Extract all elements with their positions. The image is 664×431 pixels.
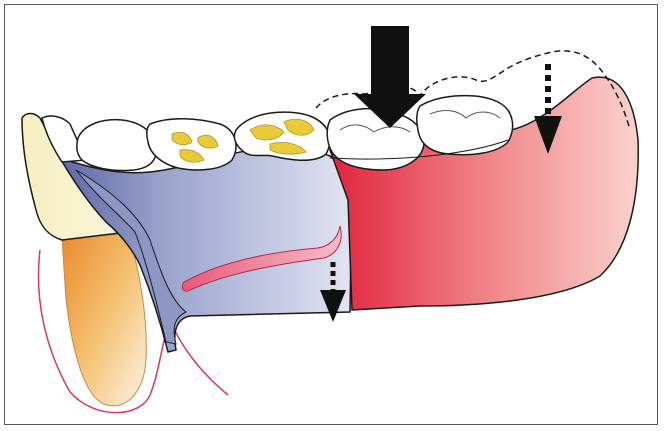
force-arrow-shaft [371,26,409,96]
tooth-premolar-1 [77,120,156,171]
canine-root [62,234,146,406]
artificial-tooth-2 [417,96,513,155]
artificial-tooth-1 [327,109,424,170]
